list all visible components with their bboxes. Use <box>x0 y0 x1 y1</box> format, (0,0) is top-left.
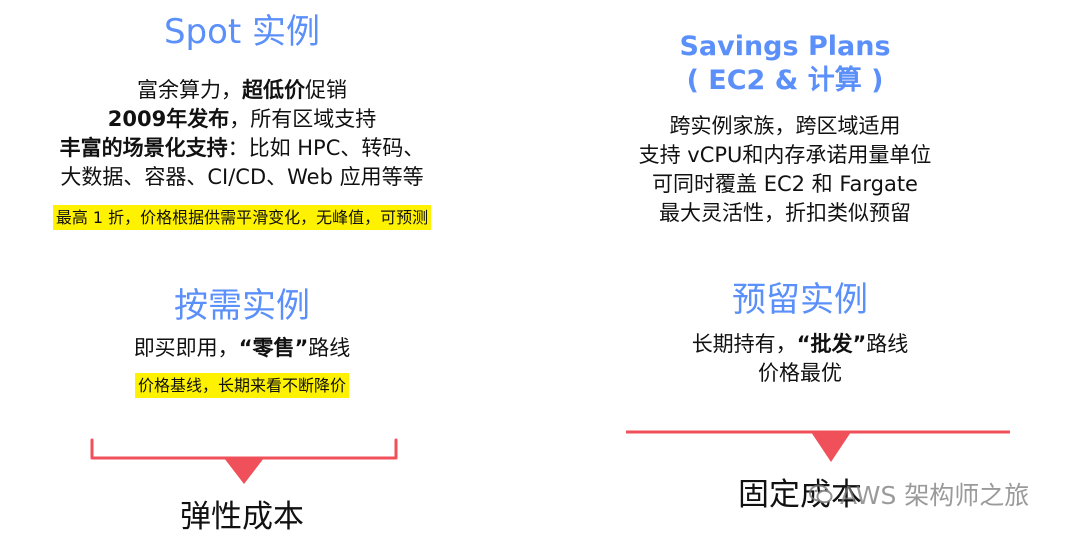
reserved-line-1-pre: 长期持有， <box>691 332 797 356</box>
ondemand-line-1: 即买即用，“零售”路线 <box>0 334 484 363</box>
spot-line-3: 丰富的场景化支持：比如 HPC、转码、 <box>0 134 484 163</box>
spot-title: Spot 实例 <box>163 12 321 52</box>
spot-line-1-post: 促销 <box>305 78 347 102</box>
wechat-icon <box>809 484 833 504</box>
left-bracket-arrow <box>90 438 398 484</box>
reserved-line-1: 长期持有，“批发”路线 <box>560 330 1040 359</box>
ondemand-title: 按需实例 <box>174 286 310 326</box>
savings-title-line-2: ( EC2 & 计算 ) <box>686 65 884 96</box>
reserved-line-2: 价格最优 <box>758 361 842 385</box>
spot-line-1-bold: 超低价 <box>242 78 305 102</box>
ondemand-line-1-pre: 即买即用， <box>133 336 239 360</box>
savings-line-2: 支持 vCPU和内存承诺用量单位 <box>638 143 932 167</box>
spot-line-1-pre: 富余算力， <box>137 78 242 102</box>
savings-line-3: 可同时覆盖 EC2 和 Fargate <box>652 172 918 196</box>
ondemand-highlight: 价格基线，长期来看不断降价 <box>134 373 349 398</box>
reserved-section: 预留实例 长期持有，“批发”路线 价格最优 <box>560 280 1040 388</box>
watermark: AWS 架构师之旅 <box>808 476 1029 512</box>
spot-line-3-bold: 丰富的场景化支持 <box>59 136 228 160</box>
spot-line-4: 大数据、容器、CI/CD、Web 应用等等 <box>60 165 424 189</box>
right-line-arrow <box>626 430 1010 462</box>
ondemand-section: 按需实例 即买即用，“零售”路线 价格基线，长期来看不断降价 <box>0 286 484 398</box>
spot-highlight: 最高 1 折，价格根据供需平滑变化，无峰值，可预测 <box>52 205 432 230</box>
reserved-line-1-post: 路线 <box>866 332 909 356</box>
spot-section: Spot 实例 富余算力，超低价促销 2009年发布，所有区域支持 丰富的场景化… <box>0 12 484 230</box>
savings-section: Savings Plans ( EC2 & 计算 ) 跨实例家族，跨区域适用 支… <box>560 30 1010 228</box>
reserved-line-1-bold: “批发” <box>796 332 867 356</box>
spot-line-2-post: ，所有区域支持 <box>229 107 377 131</box>
ondemand-line-1-post: 路线 <box>308 336 351 360</box>
watermark-text: AWS 架构师之旅 <box>840 481 1030 510</box>
spot-line-3-post: ：比如 HPC、转码、 <box>227 136 425 160</box>
spot-line-1: 富余算力，超低价促销 <box>0 76 484 105</box>
fixed-cost-label: 固定成本 <box>738 477 862 513</box>
spot-line-2-bold: 2009年发布 <box>107 107 230 131</box>
right-down-arrow <box>811 432 851 462</box>
savings-line-4: 最大灵活性，折扣类似预留 <box>659 201 911 225</box>
elastic-cost-label: 弹性成本 <box>180 499 304 535</box>
reserved-title: 预留实例 <box>732 280 868 320</box>
savings-title-line-1: Savings Plans <box>679 31 891 62</box>
left-bracket-line <box>90 438 398 460</box>
savings-line-1: 跨实例家族，跨区域适用 <box>669 114 901 138</box>
left-down-arrow <box>224 458 264 484</box>
spot-line-2: 2009年发布，所有区域支持 <box>0 105 484 134</box>
ondemand-line-1-bold: “零售” <box>238 336 309 360</box>
